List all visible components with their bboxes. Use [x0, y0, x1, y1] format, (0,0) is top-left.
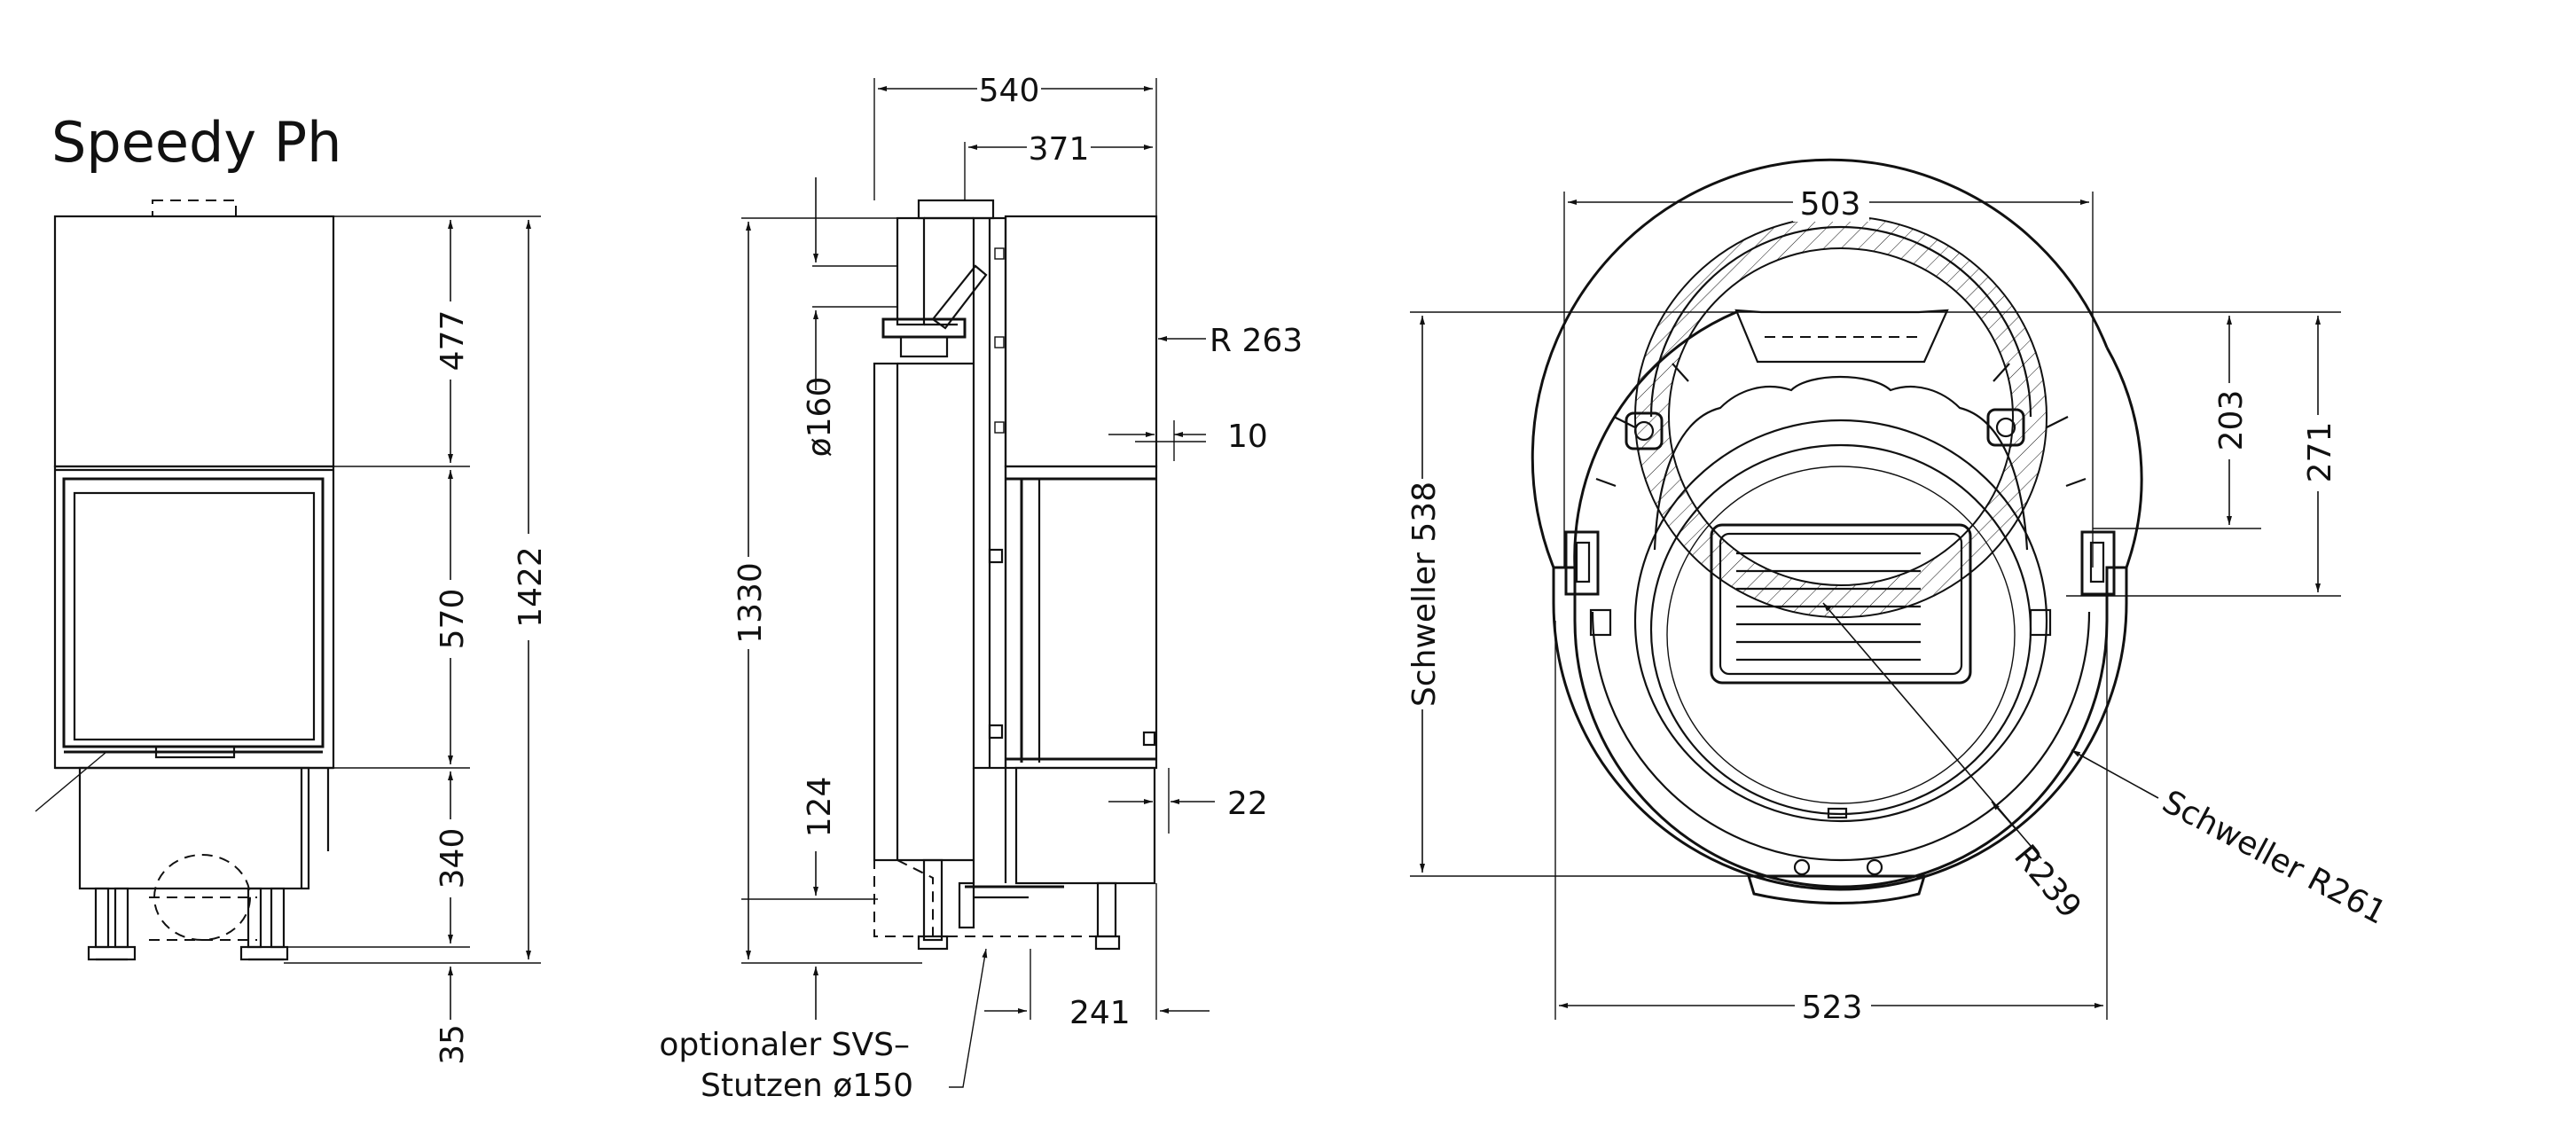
front-legs	[87, 887, 289, 961]
dim-241: 241	[1069, 995, 1131, 1031]
dim-22: 22	[1227, 786, 1268, 822]
dim-1422: 1422	[513, 546, 549, 628]
dim-203: 203	[2213, 390, 2250, 451]
dim-371: 371	[1029, 131, 1090, 168]
dim-r263: R 263	[1210, 323, 1303, 359]
dim-124: 124	[802, 777, 838, 838]
dim-340: 340	[435, 828, 471, 889]
top-view: 503 523 203 271 Schweller 538 R239 Schwe…	[1405, 158, 2392, 1026]
dim-570: 570	[435, 589, 471, 650]
svs-note-line2: Stutzen ø150	[701, 1068, 913, 1104]
dim-503: 503	[1800, 186, 1861, 223]
drawing-title: Speedy Ph	[51, 110, 341, 175]
dim-271: 271	[2302, 422, 2338, 483]
side-clamps	[1564, 408, 2116, 637]
dim-160: ø160	[802, 377, 838, 458]
dim-1330: 1330	[732, 562, 769, 644]
front-view: 477 570 340 35 1422	[35, 200, 549, 1065]
side-view: 540 371 R 263 10 ø160 1330 124 22 241 op…	[659, 69, 1303, 1104]
dim-schweller-r261: Schweller R261	[2157, 784, 2392, 932]
dim-35: 35	[435, 1024, 471, 1065]
dim-10: 10	[1227, 419, 1268, 455]
dim-r239: R239	[2007, 838, 2088, 925]
dim-477: 477	[435, 310, 471, 372]
dim-540: 540	[979, 73, 1040, 109]
svs-note-line1: optionaler SVS–	[659, 1027, 910, 1063]
dim-523: 523	[1802, 990, 1863, 1026]
dim-schweller-538: Schweller 538	[1406, 481, 1443, 707]
